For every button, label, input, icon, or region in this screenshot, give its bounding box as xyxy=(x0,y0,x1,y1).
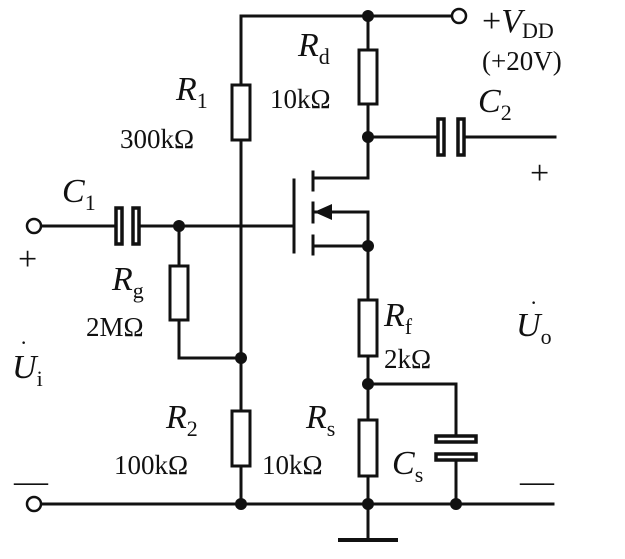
vdd-value: (+20V) xyxy=(482,46,562,76)
c2-label: C2 xyxy=(478,83,512,125)
r2-label: R2 xyxy=(165,399,198,441)
ui-dot: · xyxy=(20,330,27,355)
r2-value: 100kΩ xyxy=(114,450,188,480)
rs-value: 10kΩ xyxy=(262,450,323,480)
cs-label: Cs xyxy=(392,445,423,487)
resistor-rg xyxy=(168,264,190,322)
wires xyxy=(40,14,557,542)
rf-label: Rf xyxy=(383,297,413,339)
uo-label: Uo xyxy=(516,307,552,349)
input-plus-terminal xyxy=(25,217,43,235)
resistor-r1 xyxy=(230,83,252,142)
rg-label: Rg xyxy=(111,261,144,303)
input-minus-terminal xyxy=(25,495,43,513)
junction-dots xyxy=(173,10,462,510)
rg-value: 2MΩ xyxy=(86,312,144,342)
capacitor-c1 xyxy=(114,206,141,246)
rf-value: 2kΩ xyxy=(384,344,431,374)
capacitor-cs xyxy=(434,434,478,462)
resistor-rd xyxy=(357,48,379,106)
vdd-label: +VDD xyxy=(482,3,554,43)
c1-label: C1 xyxy=(62,173,96,215)
resistor-rs xyxy=(357,418,379,478)
resistor-r2 xyxy=(230,409,252,468)
rd-label: Rd xyxy=(297,27,330,69)
output-minus-sign: — xyxy=(519,463,555,500)
mosfet-arrow-icon xyxy=(313,204,332,220)
input-plus-sign: + xyxy=(18,241,37,278)
rs-label: Rs xyxy=(305,399,335,441)
resistor-rf xyxy=(357,298,379,358)
vdd-terminal xyxy=(450,7,468,25)
output-plus-sign: + xyxy=(530,155,549,192)
ui-label: Ui xyxy=(12,349,43,391)
r1-label: R1 xyxy=(175,71,208,113)
r1-value: 300kΩ xyxy=(120,124,194,154)
rd-value: 10kΩ xyxy=(270,84,331,114)
capacitor-c2 xyxy=(436,117,466,157)
input-minus-sign: — xyxy=(13,463,49,500)
uo-dot: · xyxy=(530,290,537,315)
